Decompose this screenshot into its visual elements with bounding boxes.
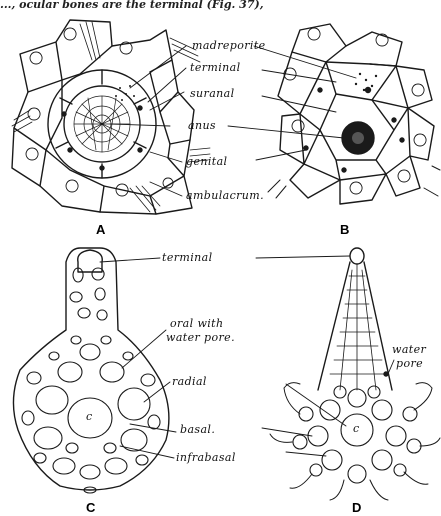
label-oral-line1: oral with xyxy=(170,318,224,330)
label-terminal-a: terminal xyxy=(190,62,241,74)
panel-letter-c: C xyxy=(86,500,95,515)
label-madreporite: madreporite xyxy=(192,40,266,52)
label-genital: genital xyxy=(186,156,227,168)
label-basal: basal. xyxy=(180,424,215,436)
label-infrabasal: infrabasal xyxy=(176,452,236,464)
label-suranal: suranal xyxy=(190,88,235,100)
label-water-line1: water xyxy=(392,344,426,356)
label-oral-line2: water pore. xyxy=(166,332,235,344)
label-water-line2: pore xyxy=(396,358,423,370)
panel-letter-a: A xyxy=(96,222,105,237)
label-terminal-c: terminal xyxy=(162,252,213,264)
panel-c-drawing xyxy=(13,248,176,493)
panel-d-drawing xyxy=(256,248,440,500)
label-c-mark-c: c xyxy=(86,411,93,423)
label-ambulacrum: ambulacrum. xyxy=(186,190,264,202)
panel-letter-b: B xyxy=(340,222,349,237)
label-c-mark-d: c xyxy=(353,423,360,435)
panel-a-drawing xyxy=(12,20,210,214)
label-anus: anus xyxy=(188,120,216,132)
label-radial: radial xyxy=(172,376,207,388)
panel-letter-d: D xyxy=(352,500,361,515)
